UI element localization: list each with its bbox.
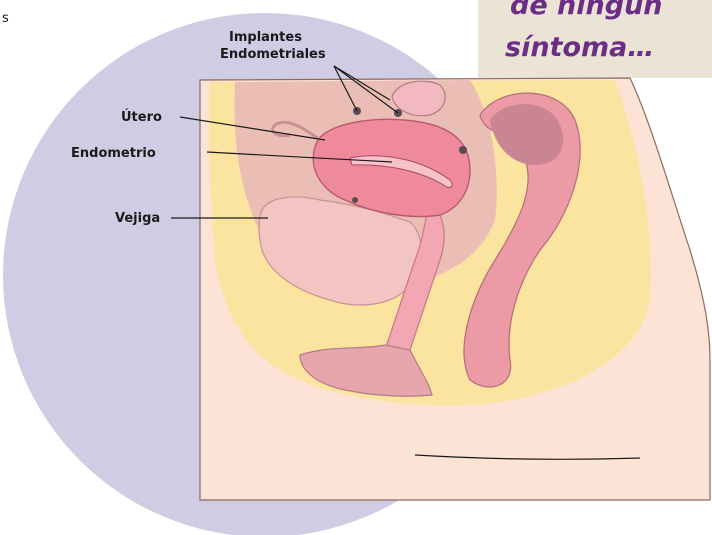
label-implants-line-1: Implantes <box>229 30 302 45</box>
implant-dot-3 <box>459 146 467 154</box>
left-text-fragment: s <box>2 11 9 26</box>
label-bladder: Vejiga <box>115 211 160 226</box>
implant-dot-4 <box>352 197 358 203</box>
callout-line-1: de ningún <box>510 0 663 21</box>
label-implants-line-2: Endometriales <box>220 47 326 62</box>
label-uterus: Útero <box>121 109 162 125</box>
label-endometrium: Endometrio <box>71 146 156 161</box>
callout-line-2: síntoma… <box>505 32 654 63</box>
